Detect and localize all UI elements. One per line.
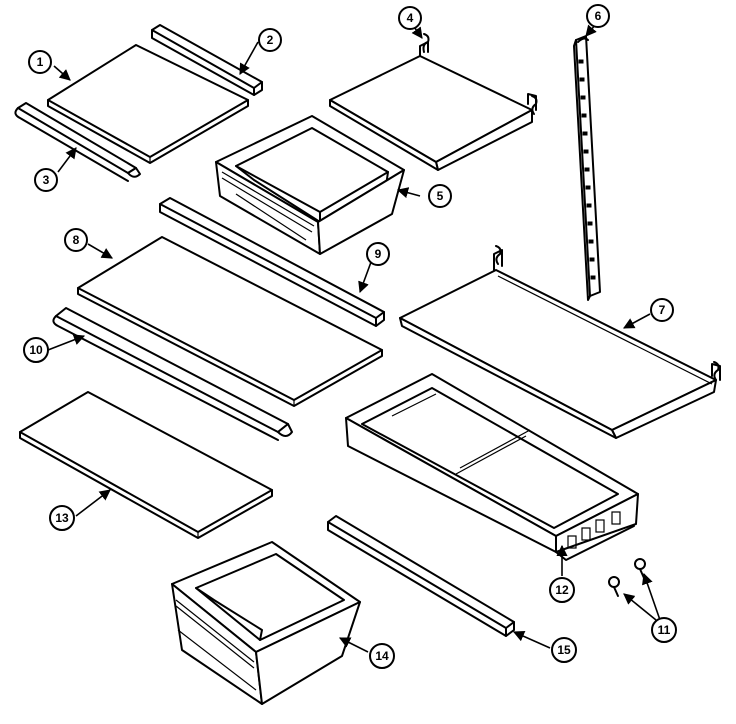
part-2-shelf-trim [151, 24, 263, 96]
callout-14-label: 14 [375, 649, 389, 663]
callout-5-label: 5 [437, 189, 444, 203]
callout-14: 14 [369, 643, 395, 669]
part-9-shelf-trim [159, 197, 385, 327]
callout-12: 12 [549, 577, 575, 603]
screw-lower [608, 576, 620, 597]
part-6-shelf-ladder [573, 35, 601, 301]
part-15-drawer-rail [327, 515, 515, 637]
callout-13-label: 13 [55, 511, 69, 525]
callout-7-label: 7 [659, 303, 666, 317]
callout-4-label: 4 [407, 11, 414, 25]
callout-12-label: 12 [555, 583, 569, 597]
callout-8-label: 8 [73, 233, 80, 247]
callout-10: 10 [23, 337, 49, 363]
part-11-screws [608, 558, 646, 597]
callout-5: 5 [428, 184, 452, 208]
callout-8: 8 [64, 228, 88, 252]
part-5-crisper-drawer [215, 115, 405, 255]
callout-7: 7 [650, 298, 674, 322]
callout-6-label: 6 [595, 9, 602, 23]
screw-upper [634, 558, 646, 579]
callout-2: 2 [258, 28, 282, 52]
part-12-crisper-cover-frame [345, 373, 639, 561]
callout-11-label: 11 [658, 623, 671, 637]
callout-3-label: 3 [43, 173, 50, 187]
callout-11: 11 [651, 617, 677, 643]
callout-9: 9 [366, 242, 390, 266]
part-8-glass-shelf [77, 236, 383, 407]
callout-15: 15 [551, 637, 577, 663]
part-3-front-trim [14, 102, 141, 182]
part-7-lower-shelf [399, 245, 721, 439]
callout-15-label: 15 [557, 643, 571, 657]
part-14-meat-bin [171, 541, 361, 705]
callout-1-label: 1 [37, 55, 44, 69]
part-13-glass-shelf [19, 391, 273, 539]
part-1-glass-shelf [47, 44, 249, 164]
part-4-upper-shelf [329, 33, 538, 171]
callout-4: 4 [398, 6, 422, 30]
callout-2-label: 2 [267, 33, 274, 47]
ladder-slots [578, 59, 596, 280]
callout-13: 13 [49, 505, 75, 531]
callout-10-label: 10 [29, 343, 43, 357]
callout-1: 1 [28, 50, 52, 74]
part-10-front-trim [52, 307, 293, 441]
callout-6: 6 [586, 4, 610, 28]
callout-9-label: 9 [375, 247, 382, 261]
callout-3: 3 [34, 168, 58, 192]
